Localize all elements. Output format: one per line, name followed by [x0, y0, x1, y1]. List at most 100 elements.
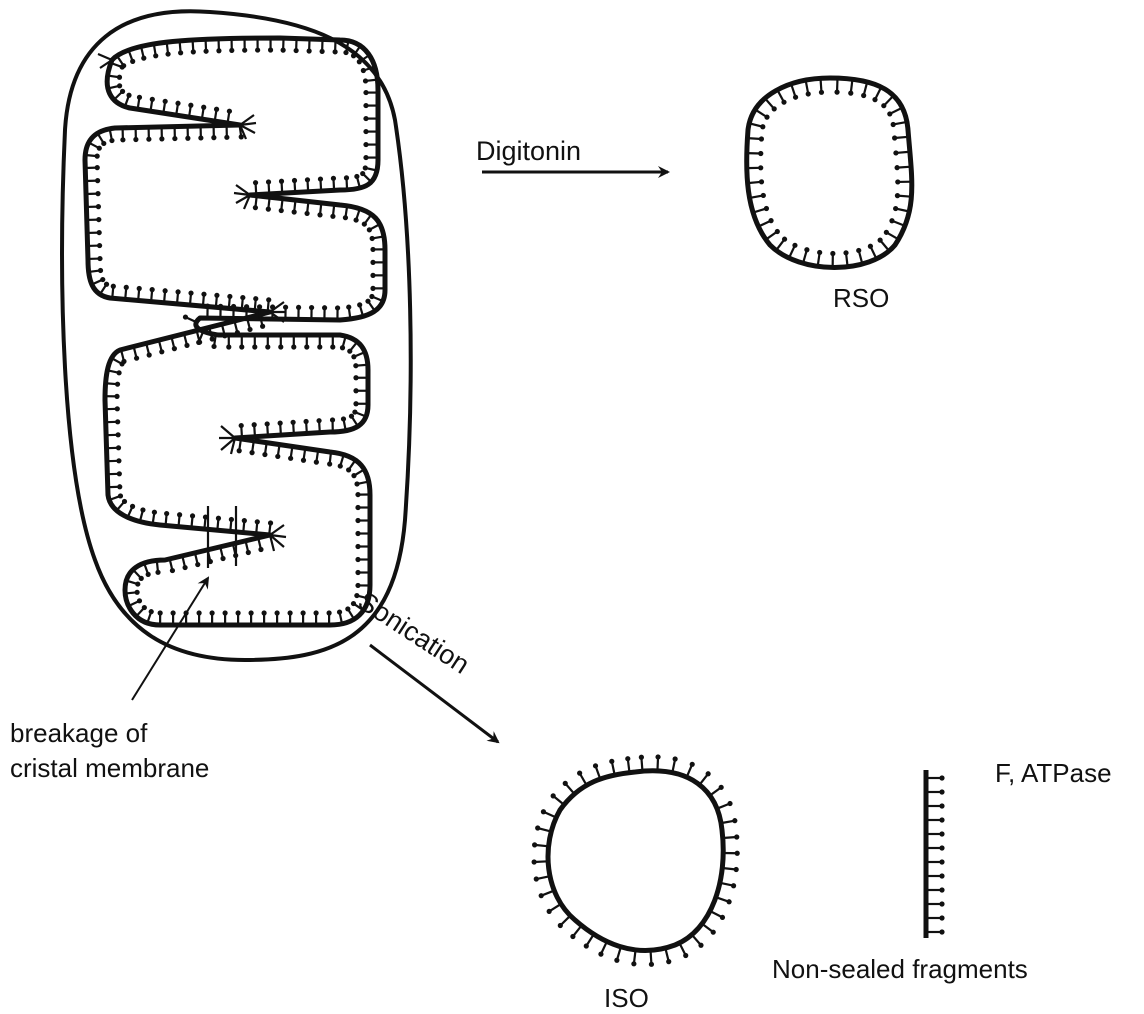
f1-knob: [97, 256, 102, 261]
f1-knob: [210, 610, 215, 615]
f1-knob: [159, 136, 164, 141]
f1-knob: [240, 295, 245, 300]
iso-outward-f1-stalks: [532, 754, 740, 967]
f1-knob: [370, 247, 375, 252]
f1-knob: [558, 923, 563, 928]
f1-knob: [116, 445, 121, 450]
f1-knob: [118, 493, 123, 498]
f1-knob: [140, 507, 145, 512]
f1-knob: [760, 124, 765, 129]
f1-knob: [551, 793, 556, 798]
f1-knob: [111, 284, 116, 289]
f1-knob: [360, 171, 365, 176]
f1-knob: [541, 809, 546, 814]
f1-knob: [170, 568, 175, 573]
f1-knob: [322, 305, 327, 310]
f1-knob: [889, 218, 894, 223]
f1-knob: [370, 286, 375, 291]
f1-knob: [224, 135, 229, 140]
f1-knob: [614, 958, 619, 963]
f1-knob: [939, 929, 944, 934]
f1-knob: [939, 817, 944, 822]
f1-knob: [255, 519, 260, 524]
breakage-label-line2: cristal membrane: [10, 753, 209, 783]
f1-knob: [126, 93, 131, 98]
f1-knob: [344, 175, 349, 180]
f1-knob: [354, 481, 359, 486]
f1-knob: [887, 111, 892, 116]
f1-knob: [353, 363, 358, 368]
f1-knob: [856, 248, 861, 253]
f1-knob: [781, 100, 786, 105]
f1-knob: [137, 286, 142, 291]
f1-knob: [184, 343, 189, 348]
f1-knob: [246, 550, 251, 555]
f1-knob: [201, 105, 206, 110]
f1-knob: [97, 243, 102, 248]
f1-knob: [247, 327, 252, 332]
f1-knob: [175, 101, 180, 106]
f1-knob: [834, 90, 839, 95]
f1-knob: [939, 901, 944, 906]
f1-knob: [320, 49, 325, 54]
f1-knob: [278, 421, 283, 426]
f1-knob: [134, 356, 139, 361]
f1-knob: [304, 344, 309, 349]
f1-knob: [124, 285, 129, 290]
f1-knob: [178, 50, 183, 55]
f1-knob: [861, 93, 866, 98]
f1-knob: [939, 831, 944, 836]
f1-knob: [201, 292, 206, 297]
f1-knob: [153, 53, 158, 58]
f1-knob: [239, 423, 244, 428]
f1-knob: [130, 504, 135, 509]
f1-knob: [242, 48, 247, 53]
f1-knob: [848, 91, 853, 96]
f1-knob: [275, 610, 280, 615]
f1-knob: [370, 236, 375, 241]
f1-knob: [142, 605, 147, 610]
f1-knob: [95, 178, 100, 183]
f1-knob: [258, 547, 263, 552]
f1-knob: [185, 136, 190, 141]
f1-knob: [275, 454, 280, 459]
f1-knob: [149, 609, 154, 614]
f1-knob: [117, 83, 122, 88]
f1-knob: [210, 336, 215, 341]
f1-knob: [351, 473, 356, 478]
f1-knob: [227, 109, 232, 114]
f1-knob: [116, 370, 121, 375]
f1-knob: [335, 305, 340, 310]
non-sealed-fragments-label: Non-sealed fragments: [772, 954, 1028, 984]
f1-knob: [333, 49, 338, 54]
f1-knob: [158, 610, 163, 615]
f1-knob: [122, 499, 127, 504]
f1-knob: [331, 176, 336, 181]
f1-knob: [235, 330, 240, 335]
f1-knob: [357, 302, 362, 307]
f1-knob: [309, 305, 314, 310]
rso-inward-f1-stalks: [747, 78, 912, 267]
f1-knob: [363, 90, 368, 95]
f1-knob: [120, 137, 125, 142]
mitochondrion: [62, 11, 411, 660]
f1-knob: [539, 893, 544, 898]
fragment-f1-stalks: [926, 775, 945, 934]
f1-knob: [182, 565, 187, 570]
f1-knob: [175, 289, 180, 294]
f1-knob: [152, 510, 157, 515]
non-sealed-fragment: [926, 770, 945, 938]
f1-knob: [734, 867, 739, 872]
f1-knob: [353, 401, 358, 406]
f1-knob: [353, 388, 358, 393]
f1-knob: [197, 340, 202, 345]
f1-knob: [353, 375, 358, 380]
f1-knob: [346, 304, 351, 309]
f1-knob: [317, 212, 322, 217]
f1-knob: [141, 56, 146, 61]
f1-knob: [939, 775, 944, 780]
f1-knob: [117, 484, 122, 489]
f1-knob: [357, 59, 362, 64]
f1-knob: [253, 205, 258, 210]
f1-knob: [361, 68, 366, 73]
